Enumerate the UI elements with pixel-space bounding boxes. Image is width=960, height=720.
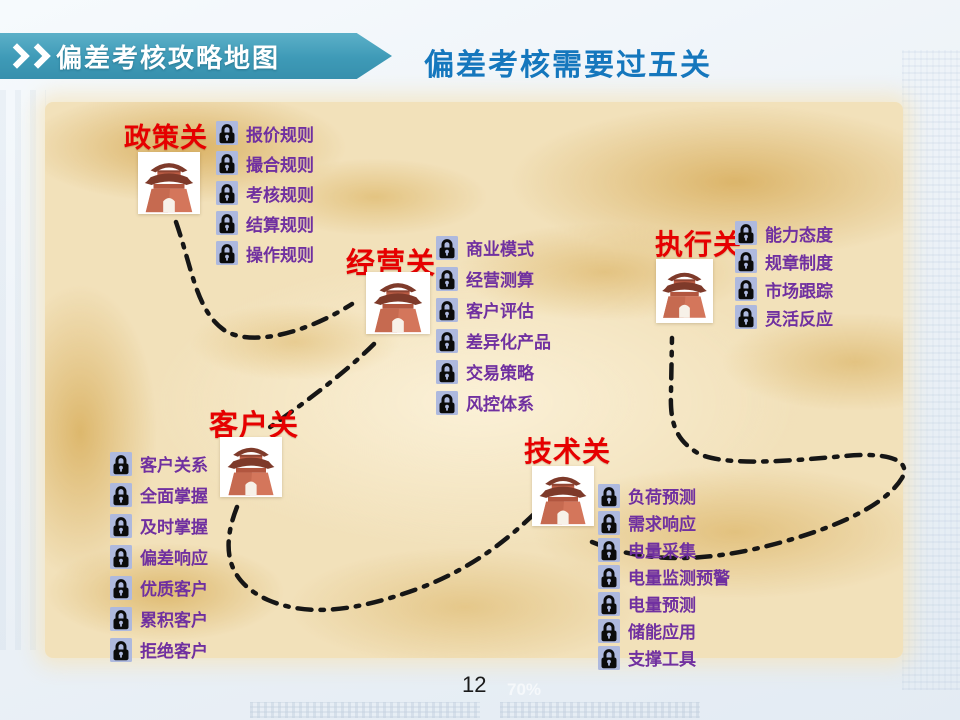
padlock-icon: [110, 483, 132, 507]
list-item: 客户评估: [436, 294, 551, 325]
list-item: 全面掌握: [110, 479, 208, 510]
padlock-icon: [598, 619, 620, 643]
page-title: 偏差考核需要过五关: [424, 49, 712, 82]
padlock-icon: [436, 360, 458, 384]
left-stripe-texture: [0, 90, 46, 650]
execution-items-list: 能力态度 规章制度 市场跟踪 灵活反应: [735, 219, 833, 331]
list-item: 电量采集: [598, 536, 730, 563]
list-item: 市场跟踪: [735, 275, 833, 303]
padlock-icon: [735, 305, 757, 329]
bottom-circuit-texture: [250, 702, 480, 718]
list-item: 经营测算: [436, 263, 551, 294]
list-item: 能力态度: [735, 219, 833, 247]
list-item: 偏差响应: [110, 541, 208, 572]
padlock-icon: [216, 241, 238, 265]
gate-tower-icon: [656, 259, 713, 323]
padlock-icon: [110, 514, 132, 538]
double-chevron-right-icon: [4, 43, 51, 69]
padlock-icon: [216, 121, 238, 145]
list-item: 撮合规则: [216, 148, 314, 178]
policy-items-list: 报价规则 撮合规则 考核规则 结算规则 操作规则: [216, 118, 314, 268]
pass-label-technology: 技术关: [524, 436, 612, 467]
list-item: 风控体系: [436, 387, 551, 418]
gate-tower-icon: [138, 152, 200, 214]
customer-items-list: 客户关系 全面掌握 及时掌握 偏差响应 优质客户 累积客户 拒绝客户: [110, 448, 208, 665]
padlock-icon: [598, 646, 620, 670]
gate-tower-icon: [366, 272, 430, 334]
list-item: 客户关系: [110, 448, 208, 479]
pass-label-policy: 政策关: [124, 123, 208, 153]
padlock-icon: [110, 576, 132, 600]
list-item: 考核规则: [216, 178, 314, 208]
padlock-icon: [735, 221, 757, 245]
list-item: 规章制度: [735, 247, 833, 275]
list-item: 交易策略: [436, 356, 551, 387]
list-item: 灵活反应: [735, 303, 833, 331]
padlock-icon: [598, 538, 620, 562]
list-item: 支撑工具: [598, 644, 730, 671]
padlock-icon: [735, 277, 757, 301]
padlock-icon: [598, 511, 620, 535]
padlock-icon: [216, 211, 238, 235]
list-item: 及时掌握: [110, 510, 208, 541]
list-item: 需求响应: [598, 509, 730, 536]
section-banner: 偏差考核攻略地图: [0, 33, 392, 79]
bottom-circuit-texture: [500, 702, 700, 718]
list-item: 累积客户: [110, 603, 208, 634]
padlock-icon: [598, 484, 620, 508]
list-item: 拒绝客户: [110, 634, 208, 665]
list-item: 商业模式: [436, 232, 551, 263]
padlock-icon: [436, 236, 458, 260]
operation-items-list: 商业模式 经营测算 客户评估 差异化产品 交易策略 风控体系: [436, 232, 551, 418]
list-item: 操作规则: [216, 238, 314, 268]
padlock-icon: [436, 391, 458, 415]
right-digital-texture: [902, 50, 960, 690]
padlock-icon: [110, 638, 132, 662]
padlock-icon: [436, 298, 458, 322]
list-item: 结算规则: [216, 208, 314, 238]
list-item: 电量监测预警: [598, 563, 730, 590]
list-item: 负荷预测: [598, 482, 730, 509]
list-item: 储能应用: [598, 617, 730, 644]
banner-title: 偏差考核攻略地图: [56, 42, 281, 73]
padlock-icon: [110, 545, 132, 569]
list-item: 差异化产品: [436, 325, 551, 356]
padlock-icon: [436, 267, 458, 291]
list-item: 优质客户: [110, 572, 208, 603]
padlock-icon: [110, 452, 132, 476]
pass-label-execution: 执行关: [655, 229, 743, 260]
page-number: 12: [462, 672, 487, 697]
watermark: 70%: [507, 680, 542, 699]
padlock-icon: [216, 151, 238, 175]
list-item: 电量预测: [598, 590, 730, 617]
padlock-icon: [735, 249, 757, 273]
padlock-icon: [110, 607, 132, 631]
pass-label-customer: 客户关: [209, 410, 300, 442]
padlock-icon: [436, 329, 458, 353]
padlock-icon: [216, 181, 238, 205]
gate-tower-icon: [532, 466, 594, 526]
gate-tower-icon: [220, 437, 282, 497]
padlock-icon: [598, 565, 620, 589]
list-item: 报价规则: [216, 118, 314, 148]
technology-items-list: 负荷预测 需求响应 电量采集 电量监测预警 电量预测 储能应用 支撑工具: [598, 482, 730, 671]
padlock-icon: [598, 592, 620, 616]
